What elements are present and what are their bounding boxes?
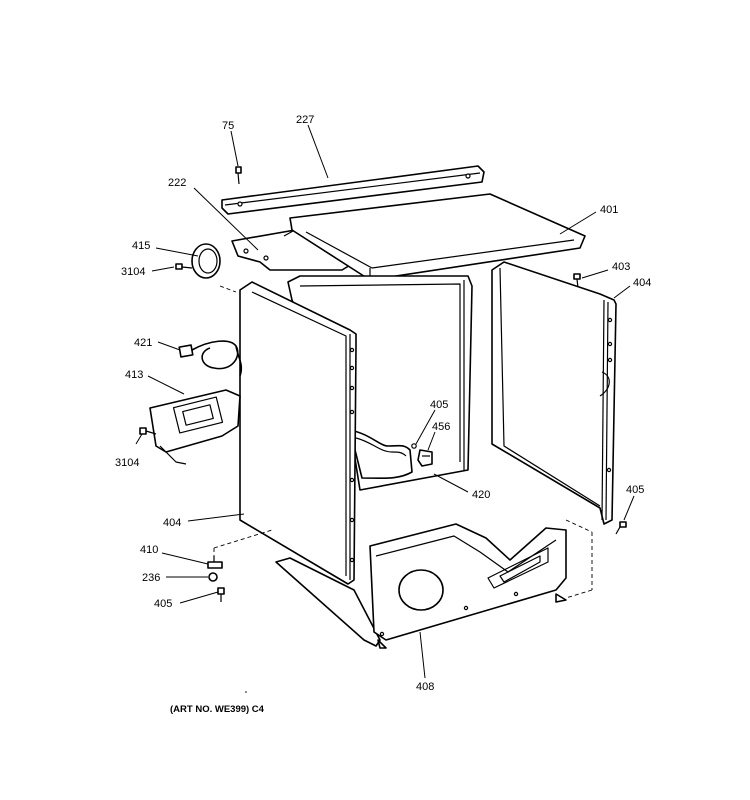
label-227: 227	[296, 114, 314, 126]
label-3104-bottom: 3104	[115, 457, 139, 469]
label-408: 408	[416, 681, 434, 693]
screw-405-bottom-part	[217, 587, 225, 602]
screw-3104-top-part	[175, 263, 193, 270]
screw-405-right-part	[615, 521, 627, 535]
screw-3104-bottom-part	[139, 427, 157, 435]
screw-75-part	[235, 166, 242, 185]
label-404-left: 404	[163, 517, 181, 529]
item-456-part	[417, 449, 433, 467]
label-404-right: 404	[633, 277, 651, 289]
label-236: 236	[142, 572, 160, 584]
label-415: 415	[132, 240, 150, 252]
left-side-part	[239, 281, 357, 585]
label-421: 421	[134, 337, 152, 349]
top-rail-part	[221, 165, 485, 215]
screw-405-center-part	[411, 443, 417, 449]
label-222: 222	[168, 177, 186, 189]
label-410: 410	[140, 544, 158, 556]
right-side-part	[491, 261, 617, 525]
bracket-413-part	[149, 389, 241, 465]
label-405-center: 405	[430, 399, 448, 411]
base-part	[275, 523, 567, 649]
top-panel-part	[289, 193, 586, 281]
label-403: 403	[612, 261, 630, 273]
art-number-caption: (ART NO. WE399) C4	[170, 704, 265, 715]
label-401: 401	[600, 204, 618, 216]
label-405-right: 405	[626, 484, 644, 496]
label-75: 75	[222, 120, 234, 132]
label-405-bottom: 405	[154, 598, 172, 610]
assembly-guide-lines	[213, 285, 593, 599]
leader-lines	[135, 124, 635, 679]
foot-410-part	[207, 556, 223, 569]
label-420: 420	[472, 489, 490, 501]
power-cord-part	[178, 340, 243, 377]
item-415-part	[191, 243, 221, 279]
label-456: 456	[432, 421, 450, 433]
label-413: 413	[125, 369, 143, 381]
label-3104-top: 3104	[121, 266, 145, 278]
washer-236-part	[208, 572, 218, 582]
